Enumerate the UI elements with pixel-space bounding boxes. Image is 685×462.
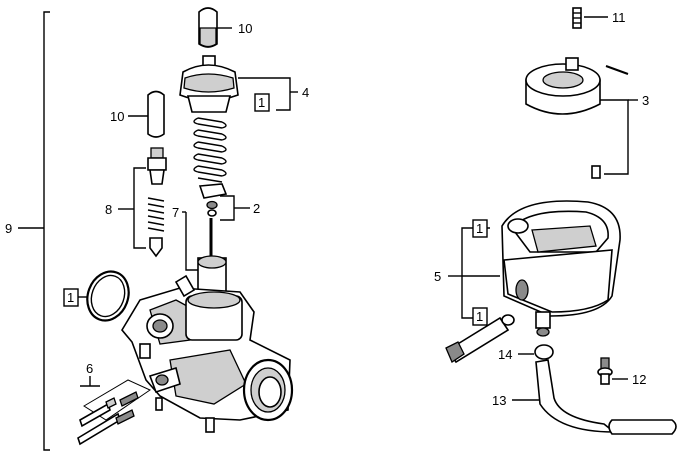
jet-needle: [182, 211, 213, 271]
o-ring-left: [78, 270, 130, 322]
callout-4: 4: [302, 85, 309, 100]
callout-2: 2: [253, 201, 260, 216]
screw-12: [597, 357, 628, 385]
callout-13: 13: [492, 393, 506, 408]
rubber-cap-top: [198, 7, 232, 48]
float-bowl-5: [501, 200, 621, 337]
drain-hose-13: [512, 359, 677, 435]
clamp-14: [518, 344, 554, 360]
callout-1-box-left: [63, 288, 79, 307]
callout-12: 12: [632, 372, 646, 387]
callout-11: 11: [612, 10, 626, 25]
bracket-5: [448, 227, 500, 319]
spring-8: [118, 167, 165, 258]
callout-9: 9: [5, 221, 12, 236]
screw-11: [572, 7, 608, 29]
rubber-cap-left: [128, 90, 165, 138]
throttle-spring: [193, 117, 228, 199]
carburetor-body: [121, 255, 294, 433]
callout-1-bowl: 1: [476, 221, 483, 236]
callout-7: 7: [172, 205, 179, 220]
callout-1-top: 1: [258, 95, 265, 110]
callout-10-top: 10: [238, 21, 252, 36]
chamber-top-4: [179, 55, 298, 113]
callout-5: 5: [434, 269, 441, 284]
callout-1-box-bowl: [472, 219, 488, 238]
callout-10-left: 10: [110, 109, 124, 124]
needle-clip-2: [206, 195, 250, 221]
bracket-9: [18, 11, 50, 451]
callout-1-left: 1: [67, 290, 74, 305]
callout-1-box-drain: [472, 307, 488, 326]
callout-14: 14: [498, 347, 512, 362]
float-3: [525, 57, 638, 179]
callout-1-drain: 1: [476, 309, 483, 324]
callout-1-box-top: [254, 93, 270, 112]
adjuster-screw: [147, 147, 167, 185]
screw-set-6: [77, 376, 152, 446]
callout-8: 8: [105, 202, 112, 217]
callout-6: 6: [86, 361, 93, 376]
callout-3: 3: [642, 93, 649, 108]
drain-screw: [445, 314, 515, 364]
